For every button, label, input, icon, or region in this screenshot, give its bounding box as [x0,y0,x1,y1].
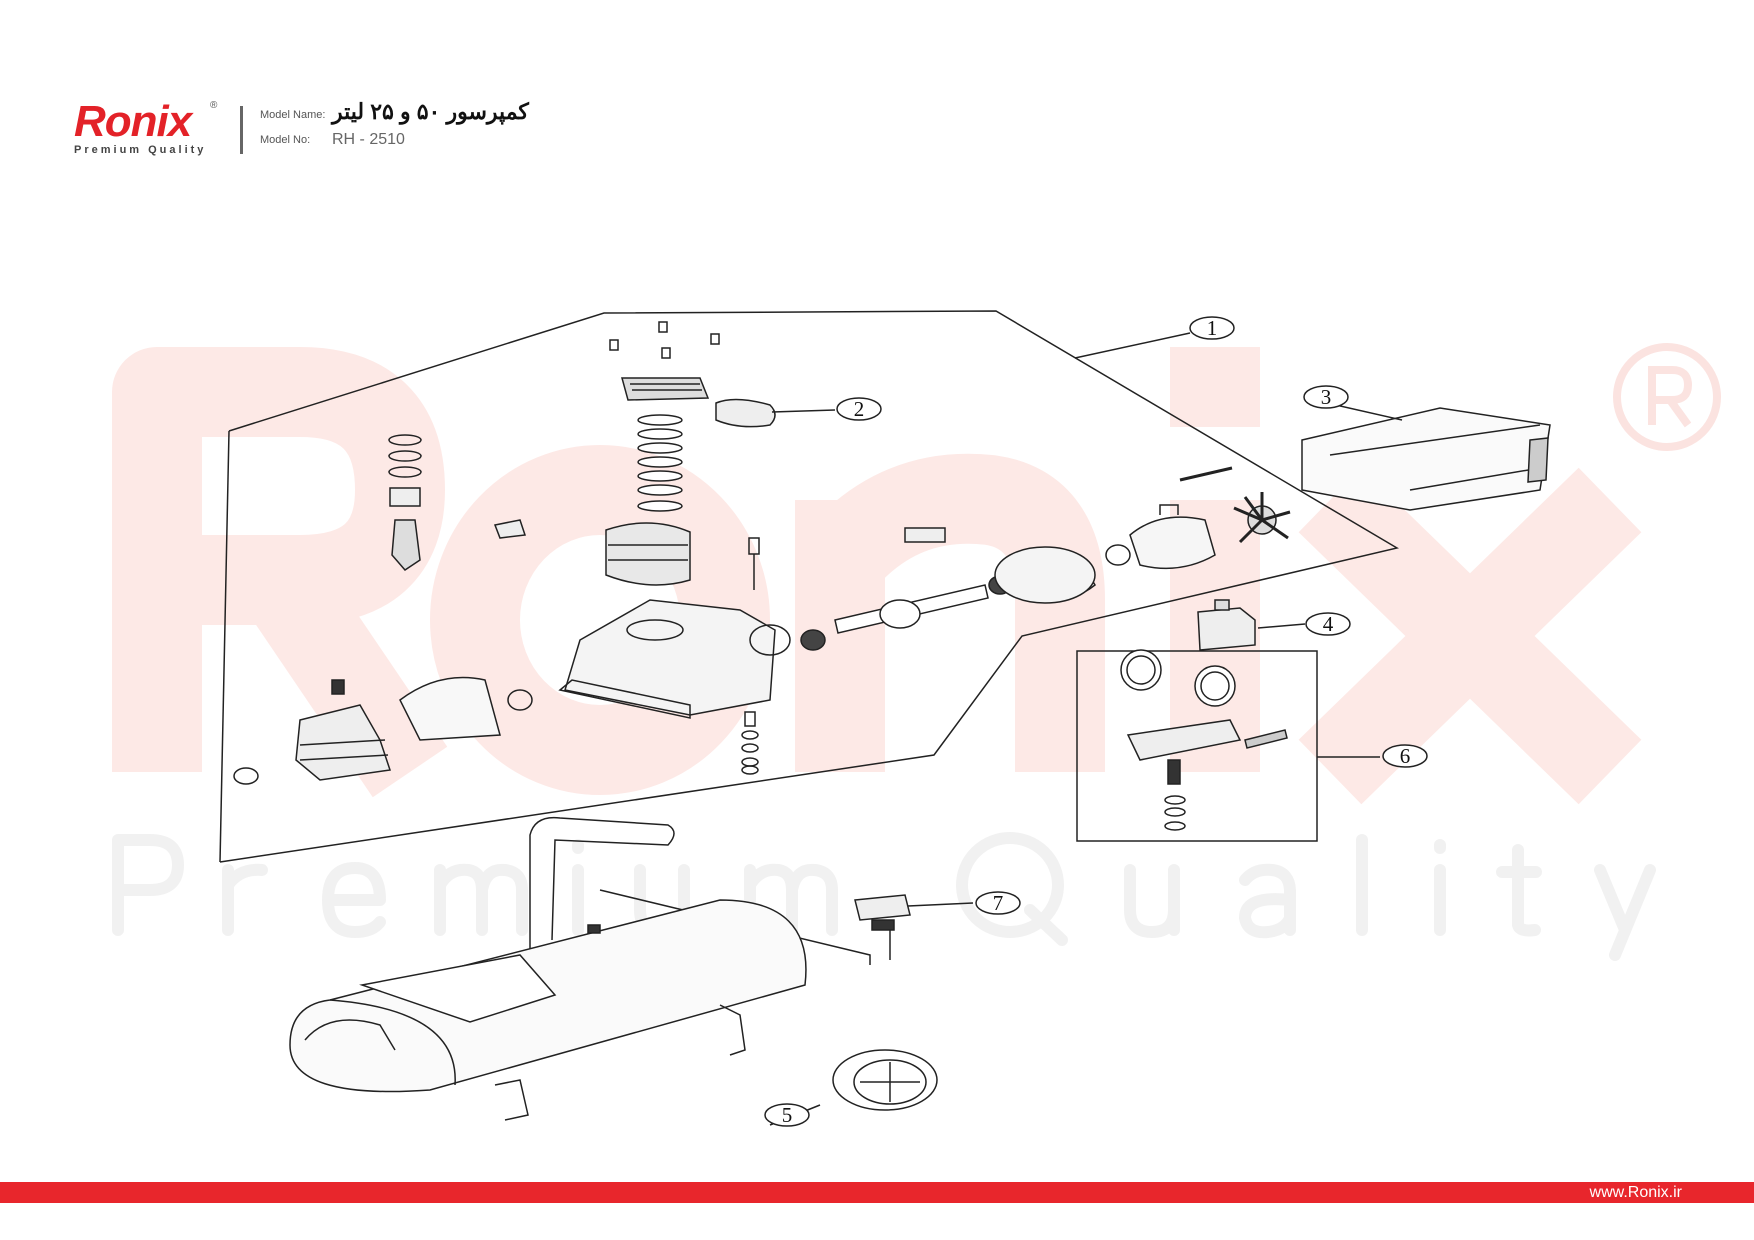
callout-label: 3 [1321,385,1332,409]
gauge-manifold [1120,649,1288,831]
check-valve [854,894,911,931]
crankcase [558,599,791,719]
logo-word: Ronix [74,97,192,146]
valve-parts [493,519,1096,604]
air-tank [289,816,807,1121]
registered-icon: ® [210,100,218,111]
manifold-box [1076,650,1318,842]
callout-5: 5 [764,1103,810,1127]
fan-cover [1301,407,1551,511]
callout-label: 4 [1323,612,1334,636]
pressure-switch [1197,599,1256,651]
air-filter [715,398,776,428]
callout-label: 5 [782,1103,793,1127]
piston [388,434,422,571]
callout-3: 3 [1303,385,1349,409]
ronix-logo: Ronix ® Premium Quality [74,97,224,157]
logo-tagline: Premium Quality [74,144,207,156]
callout-label: 7 [993,891,1004,915]
model-name-label: Model Name: [260,109,326,121]
screws [609,321,760,590]
wheel [832,1049,938,1111]
callout-1: 1 [1189,316,1235,340]
header-divider [240,106,243,154]
callout-2: 2 [836,397,882,421]
model-name-text: کمپرسور ۵۰ و ۲۵ لیتر [332,99,529,124]
callout-label: 1 [1207,316,1218,340]
model-no: RH - 2510 [332,131,405,148]
callout-6: 6 [1382,744,1428,768]
pump-group-left-edge [219,430,230,863]
callout-label: 2 [854,397,865,421]
crankshaft [800,575,1012,651]
bolts-stack [741,711,759,775]
front-cover [233,676,533,785]
callout-7: 7 [975,891,1021,915]
pump-group-outline [219,310,1399,863]
callout-4: 4 [1305,612,1351,636]
website-link[interactable]: www.Ronix.ir [1589,1184,1682,1201]
watermark-tagline-graphic [112,832,1656,961]
cylinder-head [605,377,710,586]
cooling-fan [1179,466,1291,544]
footer-bar: www.Ronix.ir [0,1182,1754,1203]
model-no-label: Model No: [260,134,311,146]
registered-mark [1613,343,1721,451]
model-name: کمپرسور ۵۰ و ۲۵ لیتر [332,99,529,125]
callout-label: 6 [1400,744,1411,768]
